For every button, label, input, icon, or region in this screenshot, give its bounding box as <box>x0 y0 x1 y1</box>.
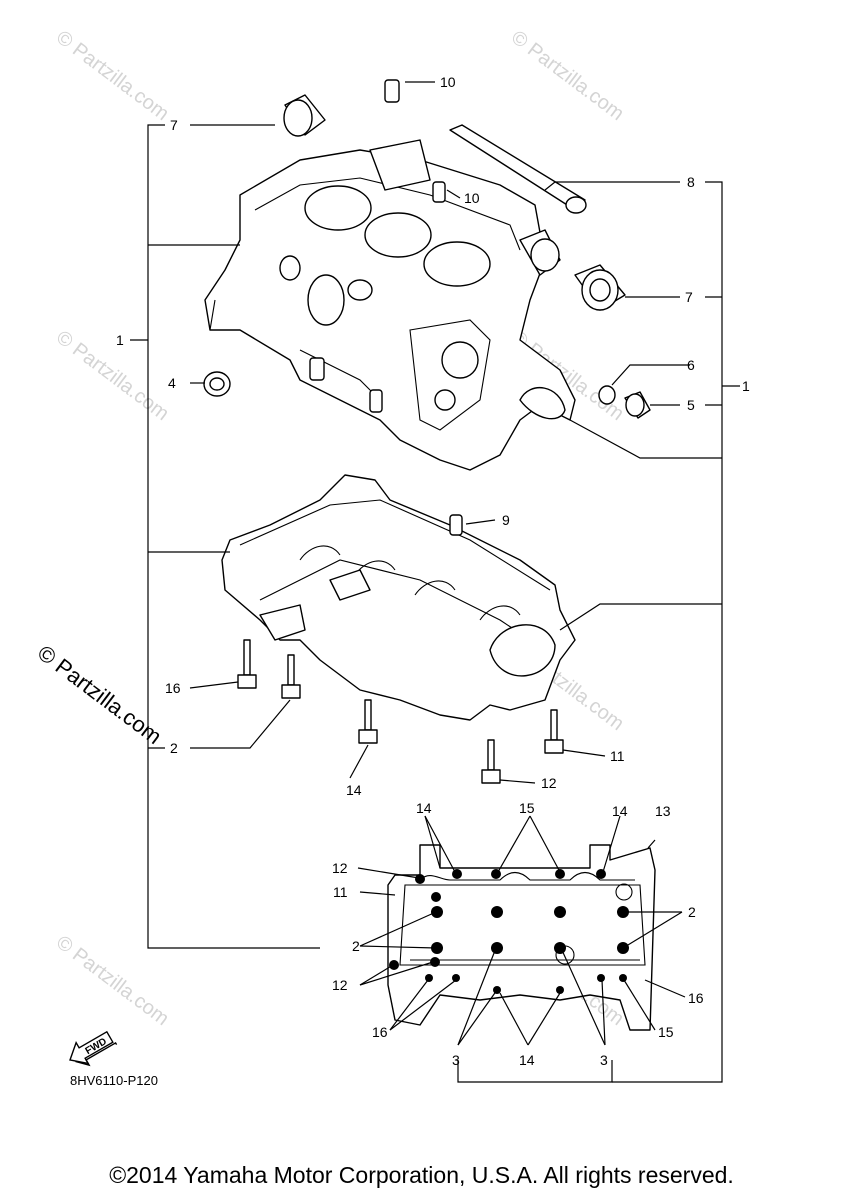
callout-1: 1 <box>116 332 124 348</box>
callout-8: 8 <box>687 174 695 190</box>
bolt-hole <box>452 974 460 982</box>
callout-3: 3 <box>452 1052 460 1068</box>
callout-1: 1 <box>742 378 750 394</box>
callout-9: 9 <box>502 512 510 528</box>
callout-15: 15 <box>519 800 535 816</box>
bolt-hole <box>452 869 462 879</box>
bolt-hole <box>491 906 503 918</box>
copyright-text: ©2014 Yamaha Motor Corporation, U.S.A. A… <box>109 1162 734 1188</box>
watermark: © Partzilla.com <box>507 26 628 125</box>
bolt-hole <box>597 974 605 982</box>
bush-top <box>283 79 446 203</box>
callout-15: 15 <box>658 1024 674 1040</box>
reference-code: 8HV6110-P120 <box>70 1073 158 1088</box>
bolt-hole <box>555 869 565 879</box>
callout-14: 14 <box>346 782 362 798</box>
callout-12: 12 <box>541 775 557 791</box>
bolt-hole <box>554 906 566 918</box>
callout-2: 2 <box>352 938 360 954</box>
callout-16: 16 <box>165 680 181 696</box>
bolt-hole <box>431 906 443 918</box>
callout-13: 13 <box>655 803 671 819</box>
callout-11: 11 <box>610 748 625 764</box>
callout-12: 12 <box>332 977 348 993</box>
bolt-hole <box>415 874 425 884</box>
callout-10: 10 <box>464 190 480 206</box>
shaft-and-bush <box>449 124 626 311</box>
plugs-and-oring <box>203 371 651 419</box>
callout-2: 2 <box>688 904 696 920</box>
fwd-arrow-icon: FWD <box>69 1030 118 1067</box>
callout-14: 14 <box>612 803 628 819</box>
watermark: © Partzilla.com <box>52 931 173 1030</box>
bolt-hole <box>491 942 503 954</box>
bottom-view <box>387 844 656 1031</box>
callout-7: 7 <box>170 117 178 133</box>
callout-16: 16 <box>372 1024 388 1040</box>
callout-7: 7 <box>685 289 693 305</box>
callout-3: 3 <box>600 1052 608 1068</box>
callout-labels: 1 1 2 2 2 3 3 4 5 6 7 7 8 9 10 10 11 11 … <box>116 74 750 1068</box>
watermark: © Partzilla.com <box>52 26 173 125</box>
bolt-hole <box>425 974 433 982</box>
bolt-hole <box>430 957 440 967</box>
callout-16: 16 <box>688 990 704 1006</box>
callout-12: 12 <box>332 860 348 876</box>
callout-5: 5 <box>687 397 695 413</box>
callout-4: 4 <box>168 375 176 391</box>
callout-6: 6 <box>687 357 695 373</box>
bolt-hole <box>431 892 441 902</box>
callout-10: 10 <box>440 74 456 90</box>
lower-crankcase <box>221 474 576 721</box>
watermark: © Partzilla.com <box>52 326 173 425</box>
callout-11: 11 <box>333 884 348 900</box>
bolt-hole <box>619 974 627 982</box>
bolt-hole <box>389 960 399 970</box>
leader-lines <box>130 81 740 1083</box>
bolt-hole <box>431 942 443 954</box>
callout-14: 14 <box>519 1052 535 1068</box>
callout-14: 14 <box>416 800 432 816</box>
bolt-hole <box>596 869 606 879</box>
bolt-hole <box>556 986 564 994</box>
upper-crankcase <box>204 149 576 471</box>
callout-2: 2 <box>170 740 178 756</box>
bolts <box>237 639 564 784</box>
